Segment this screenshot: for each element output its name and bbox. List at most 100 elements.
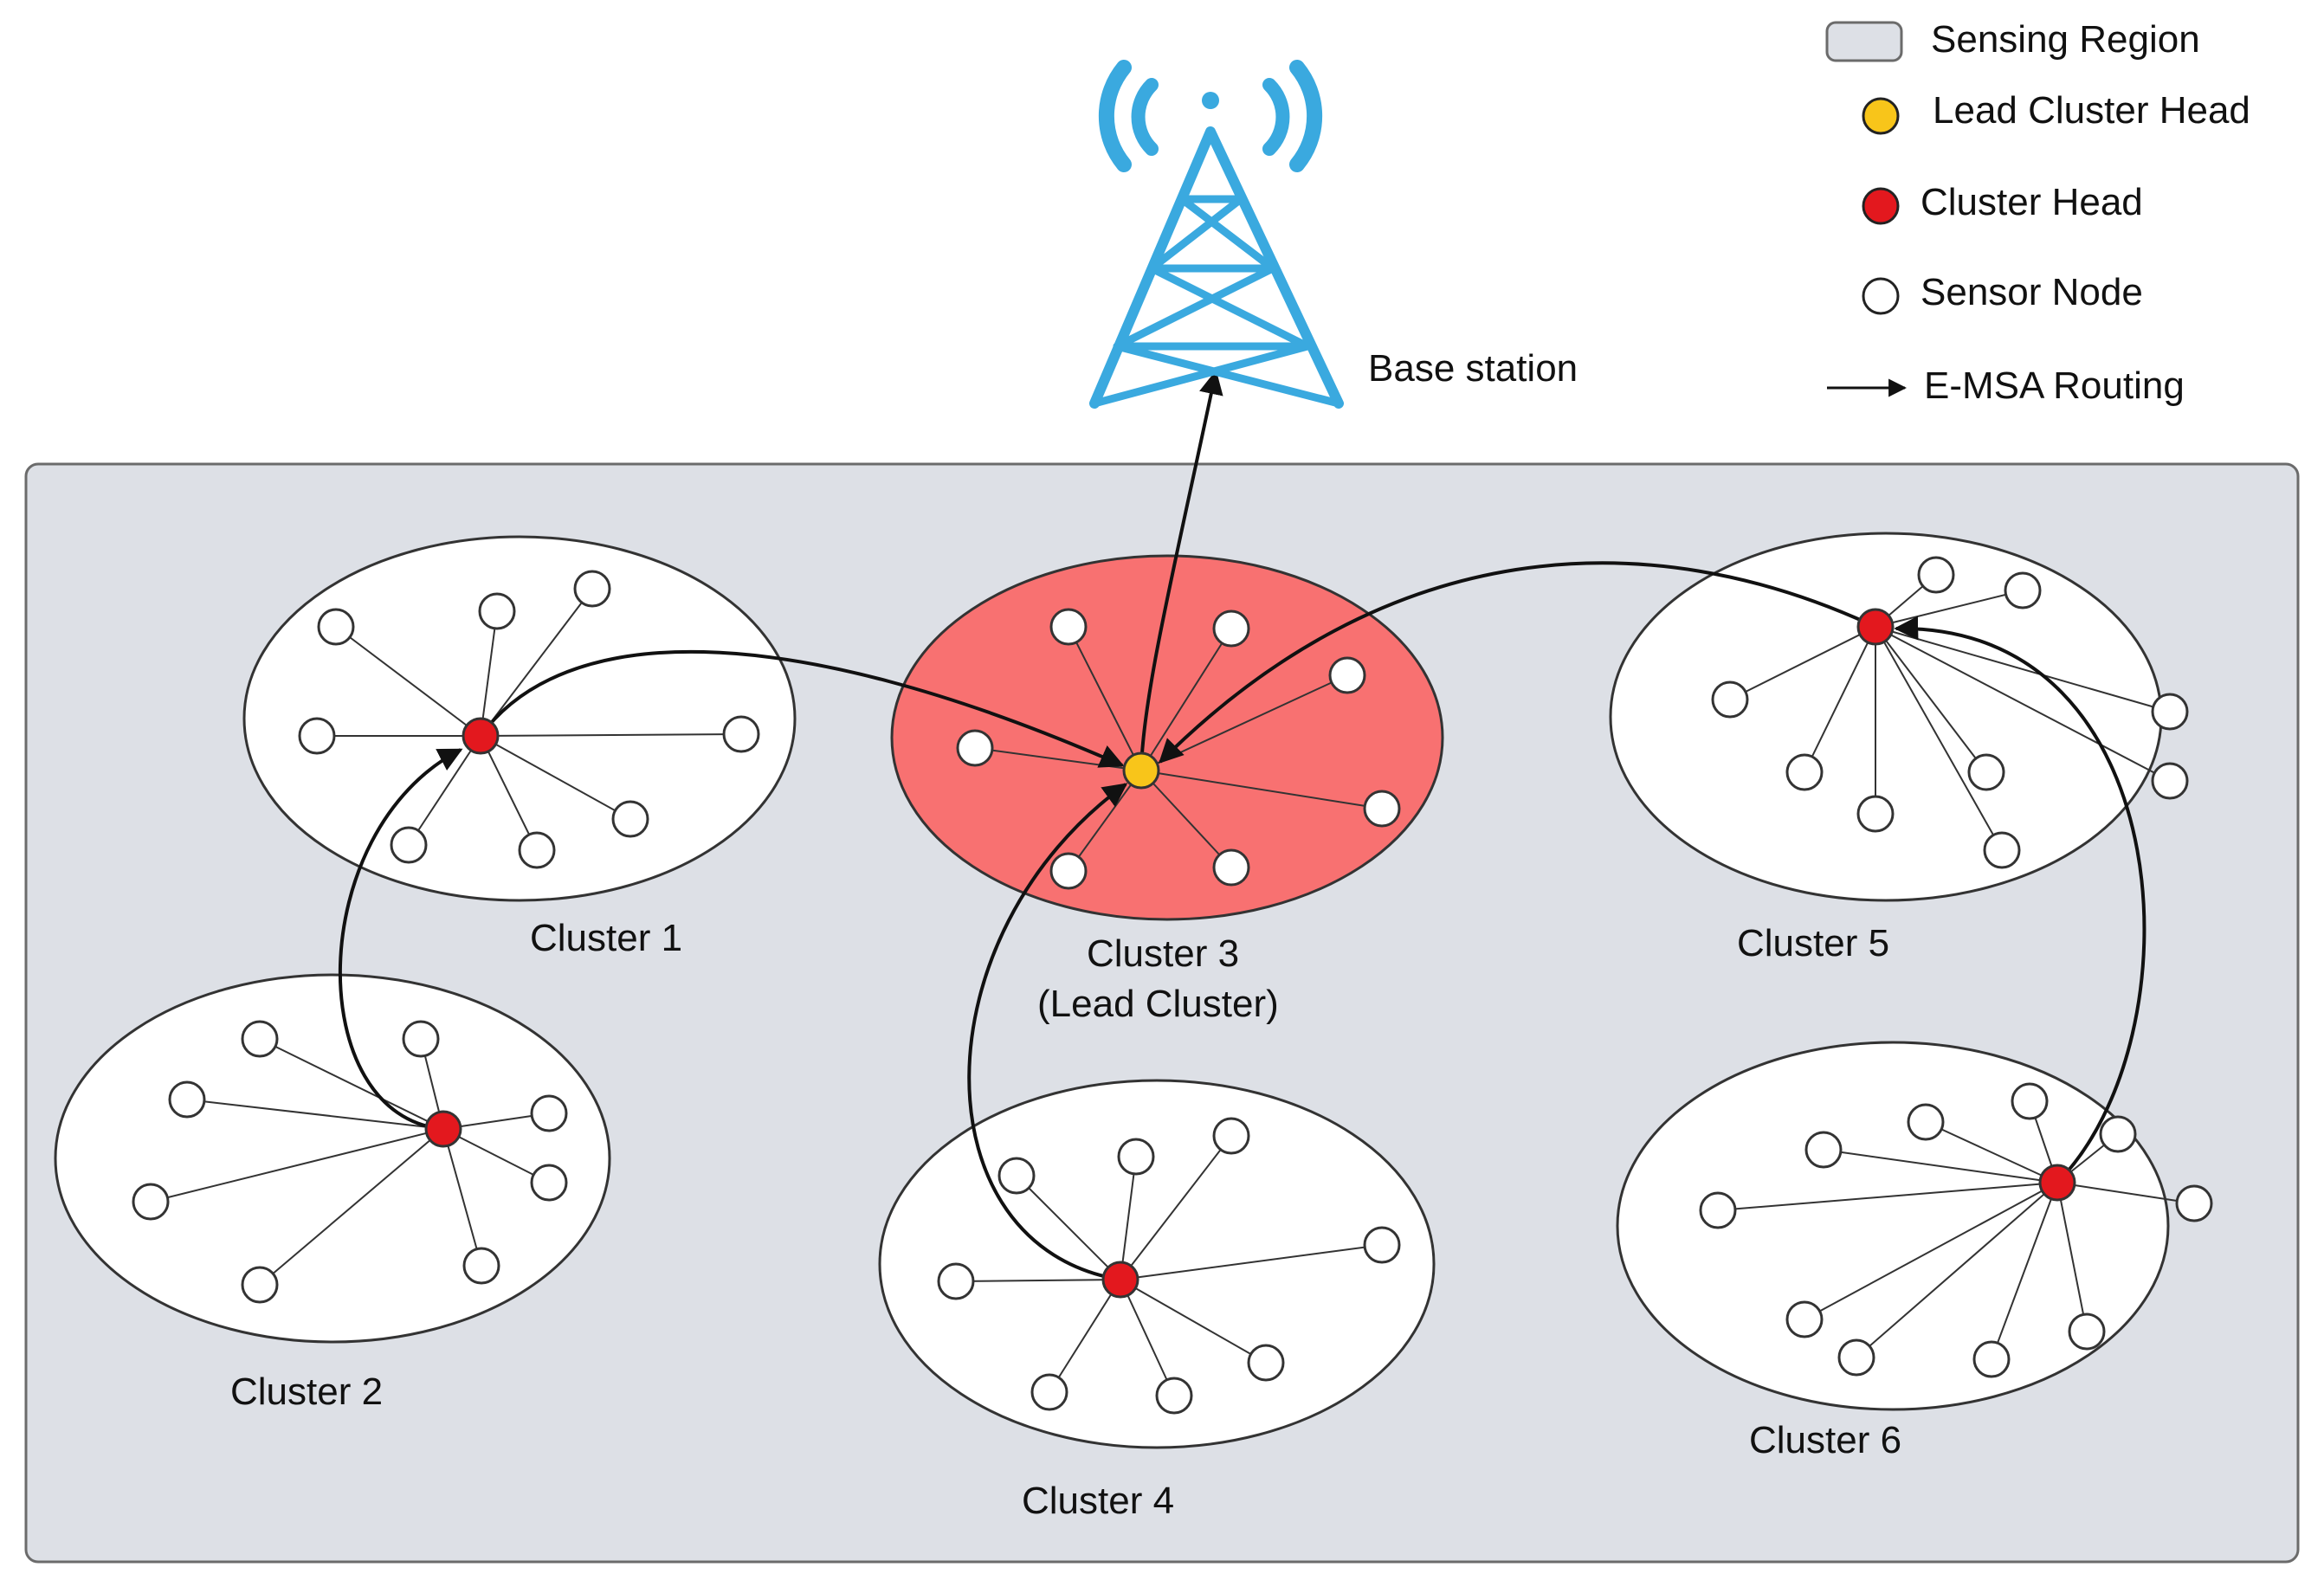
cluster-2-region	[54, 973, 611, 1344]
cluster-link	[1925, 1121, 2058, 1183]
cluster-link	[1049, 1279, 1121, 1393]
legend-sensor-node-label: Sensor Node	[1921, 271, 2143, 313]
cluster-head	[462, 717, 500, 755]
legend: Sensing Region Lead Cluster Head Cluster…	[1825, 18, 2250, 407]
sensor-node	[1907, 1103, 1945, 1141]
sensor-node	[390, 826, 428, 864]
cluster-link	[1120, 1279, 1267, 1364]
sensor-node	[530, 1164, 568, 1202]
sensor-node	[1212, 1117, 1250, 1155]
cluster-head	[424, 1110, 462, 1148]
cluster-link	[1120, 1244, 1383, 1280]
sensor-node	[1856, 795, 1895, 833]
sensor-node	[2151, 693, 2189, 731]
sensor-node	[241, 1266, 279, 1304]
sensor-node	[1328, 656, 1366, 694]
legend-cluster-head-icon	[1862, 187, 1900, 225]
cluster-head	[1856, 608, 1895, 646]
cluster-3-label: Cluster 3	[1087, 932, 1239, 975]
sensor-node	[1983, 831, 2021, 869]
cluster-head	[1101, 1261, 1139, 1299]
cluster-link	[480, 610, 498, 737]
cluster-4-label: Cluster 4	[1022, 1480, 1174, 1522]
cluster-link	[408, 735, 481, 846]
clusters-layer	[54, 532, 2195, 1449]
cluster-link	[1823, 1149, 2058, 1183]
cluster-link	[480, 735, 631, 820]
sensor-node	[997, 1157, 1036, 1195]
sensor-node	[317, 608, 355, 646]
cluster-link	[1804, 626, 1876, 773]
cluster-link	[1875, 626, 2171, 713]
routing-arrow-1	[338, 748, 463, 1131]
cluster-link	[1140, 770, 1383, 809]
legend-routing-label: E-MSA Routing	[1924, 364, 2185, 407]
cluster-link	[1875, 626, 2003, 851]
sensor-node	[1049, 852, 1088, 890]
sensor-node	[478, 592, 516, 630]
nodes-layer	[132, 556, 2213, 1415]
cluster-link	[1120, 1156, 1137, 1280]
cluster-link	[1068, 626, 1142, 771]
routing-arrow-6	[1139, 370, 1223, 771]
sensor-node	[2175, 1184, 2213, 1222]
base-station-label: Base station	[1368, 347, 1578, 390]
sensor-node	[241, 1020, 279, 1058]
legend-lead-cluster-head-label: Lead Cluster Head	[1933, 89, 2250, 132]
cluster-link	[1856, 1182, 2058, 1358]
cluster-link	[955, 1279, 1121, 1282]
sensor-node	[611, 800, 649, 838]
base-station-icon	[1089, 60, 1344, 409]
cluster-1	[242, 535, 797, 902]
routing-arrow-5	[1159, 561, 1876, 764]
sensor-node	[2004, 571, 2042, 609]
sensor-node	[1155, 1377, 1193, 1415]
cluster-link	[480, 733, 742, 737]
cluster-link	[2056, 1182, 2088, 1332]
sensor-node	[937, 1262, 975, 1300]
cluster-6	[1616, 1041, 2195, 1411]
cluster-6-nodes	[1699, 1082, 2213, 1378]
sensor-node	[530, 1094, 568, 1132]
sensor-node	[573, 570, 611, 608]
cluster-2	[54, 973, 611, 1344]
cluster-link	[1875, 626, 2171, 782]
sensor-node	[462, 1247, 500, 1285]
legend-sensing-region-label: Sensing Region	[1931, 18, 2200, 61]
sensor-node	[132, 1183, 170, 1221]
sensor-node	[518, 831, 556, 869]
sensor-node	[1917, 556, 1955, 594]
cluster-5-label: Cluster 5	[1737, 922, 1889, 964]
cluster-link	[480, 735, 538, 851]
cluster-link	[2056, 1182, 2195, 1204]
sensor-node	[722, 715, 760, 753]
cluster-link	[1068, 770, 1142, 872]
cluster-link	[259, 1038, 444, 1130]
sensor-node	[298, 717, 336, 755]
cluster-1-label: Cluster 1	[530, 917, 682, 959]
sensor-node	[2099, 1115, 2137, 1153]
sensor-node	[1363, 1226, 1401, 1264]
cluster-5-nodes	[1711, 556, 2189, 869]
lead-cluster-head	[1122, 751, 1160, 790]
cluster-link	[259, 1128, 444, 1286]
sensor-node	[1972, 1340, 2011, 1378]
sensor-node	[2151, 762, 2189, 800]
sensor-node	[1785, 1300, 1824, 1338]
cluster-1-region	[242, 535, 797, 902]
sensor-node	[956, 729, 994, 767]
legend-cluster-head-label: Cluster Head	[1921, 181, 2143, 223]
sensor-node	[1967, 753, 2005, 791]
sensor-node	[1711, 680, 1749, 719]
sensor-node	[168, 1080, 206, 1119]
cluster-link	[1875, 626, 1987, 773]
cluster-link	[480, 588, 593, 737]
cluster-link	[1717, 1182, 2058, 1211]
cluster-link	[442, 1128, 550, 1183]
cluster-3-sublabel: (Lead Cluster)	[1037, 983, 1279, 1025]
sensor-node	[2068, 1312, 2106, 1351]
cluster-2-nodes	[132, 1020, 568, 1304]
cluster-link	[186, 1099, 444, 1130]
cluster-2-label: Cluster 2	[230, 1370, 383, 1413]
